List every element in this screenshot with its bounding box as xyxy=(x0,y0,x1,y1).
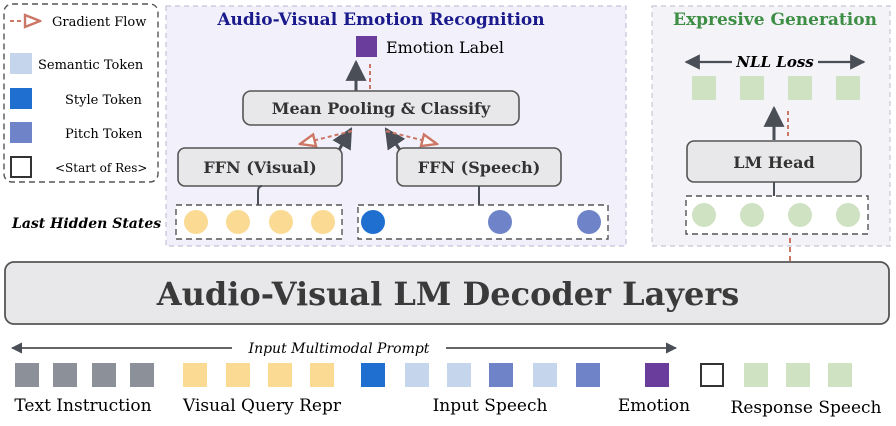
pitch-hidden-state xyxy=(577,210,601,234)
start-of-res-icon xyxy=(10,156,32,178)
legend-semantic-token: Semantic Token xyxy=(10,53,144,74)
visual-query-token xyxy=(183,363,207,387)
response-token xyxy=(828,363,852,387)
visual-query-token xyxy=(268,363,292,387)
ffn-speech-label: FFN (Speech) xyxy=(418,158,541,177)
group-label-visual-query: Visual Query Repr xyxy=(182,396,342,416)
visual-hidden-state xyxy=(184,210,208,234)
visual-hidden-state xyxy=(269,210,293,234)
last-hidden-states-label: Last Hidden States xyxy=(11,216,161,232)
lm-head-label: LM Head xyxy=(733,153,814,172)
decoder-label: Audio-Visual LM Decoder Layers xyxy=(156,275,739,313)
eg-panel: Expresive Generation NLL Loss LM Head xyxy=(651,5,891,247)
pitch-token-icon xyxy=(10,122,32,143)
visual-hidden-state xyxy=(311,210,335,234)
semantic-token xyxy=(533,363,557,387)
style-hidden-state xyxy=(361,210,385,234)
legend-label-semantic-token: Semantic Token xyxy=(38,58,144,73)
input-prompt-label: Input Multimodal Prompt xyxy=(248,341,430,357)
legend-label-pitch-token: Pitch Token xyxy=(65,127,143,142)
text-token xyxy=(53,363,77,387)
visual-query-token xyxy=(310,363,334,387)
semantic-token xyxy=(405,363,429,387)
emotion-token xyxy=(645,363,669,387)
target-token xyxy=(788,76,812,100)
pitch-hidden-state xyxy=(488,210,512,234)
ffn-visual-label: FFN (Visual) xyxy=(203,158,316,177)
response-hidden-state xyxy=(692,203,716,227)
group-label-response-speech: Response Speech xyxy=(731,398,882,418)
target-token xyxy=(692,76,716,100)
input-prompt: Input Multimodal Prompt Text Instruction… xyxy=(10,341,882,418)
speech-hidden-states-box xyxy=(357,204,609,240)
style-token xyxy=(361,363,385,387)
response-hidden-state xyxy=(836,203,860,227)
decoder-block: Audio-Visual LM Decoder Layers xyxy=(4,261,890,325)
text-token xyxy=(92,363,116,387)
response-token xyxy=(786,363,810,387)
text-token xyxy=(130,363,154,387)
target-token xyxy=(836,76,860,100)
text-token xyxy=(15,363,39,387)
emotion-label-text: Emotion Label xyxy=(386,38,504,57)
style-token-icon xyxy=(10,88,32,109)
legend-label-gradient-flow: Gradient Flow xyxy=(52,15,146,30)
legend-start-of-res: <Start of Res> xyxy=(10,156,147,178)
gradient-to-ffn-speech xyxy=(385,130,437,144)
connector-visual-hidden xyxy=(257,185,263,205)
group-label-input-speech: Input Speech xyxy=(433,396,548,416)
legend-style-token: Style Token xyxy=(10,88,143,109)
eg-title: Expresive Generation xyxy=(673,10,877,30)
target-token xyxy=(740,76,764,100)
legend-gradient-flow: Gradient Flow xyxy=(10,15,146,30)
response-hidden-state xyxy=(788,203,812,227)
response-hidden-state xyxy=(740,203,764,227)
avr-title: Audio-Visual Emotion Recognition xyxy=(216,10,544,30)
emotion-label-token xyxy=(356,36,377,57)
pitch-token xyxy=(576,363,600,387)
group-label-emotion: Emotion xyxy=(618,396,690,416)
start-of-res-token xyxy=(700,363,724,387)
semantic-token xyxy=(447,363,471,387)
legend: Gradient Flow Semantic Token Style Token… xyxy=(3,3,159,183)
pitch-token xyxy=(489,363,513,387)
classify-box xyxy=(242,90,520,126)
gradient-to-ffn-visual xyxy=(300,130,353,144)
response-token xyxy=(744,363,768,387)
legend-label-style-token: Style Token xyxy=(65,93,143,108)
legend-pitch-token: Pitch Token xyxy=(10,122,143,143)
decoder-box xyxy=(4,261,890,325)
visual-hidden-state xyxy=(226,210,250,234)
avr-panel: Audio-Visual Emotion Recognition Emotion… xyxy=(11,5,627,247)
semantic-token-icon xyxy=(10,53,32,74)
legend-frame xyxy=(3,3,159,183)
classify-label: Mean Pooling & Classify xyxy=(272,99,491,118)
legend-label-start-of-res: <Start of Res> xyxy=(55,161,147,175)
nll-loss-label: NLL Loss xyxy=(735,53,814,71)
visual-query-token xyxy=(226,363,250,387)
group-label-text-instruction: Text Instruction xyxy=(14,396,151,416)
